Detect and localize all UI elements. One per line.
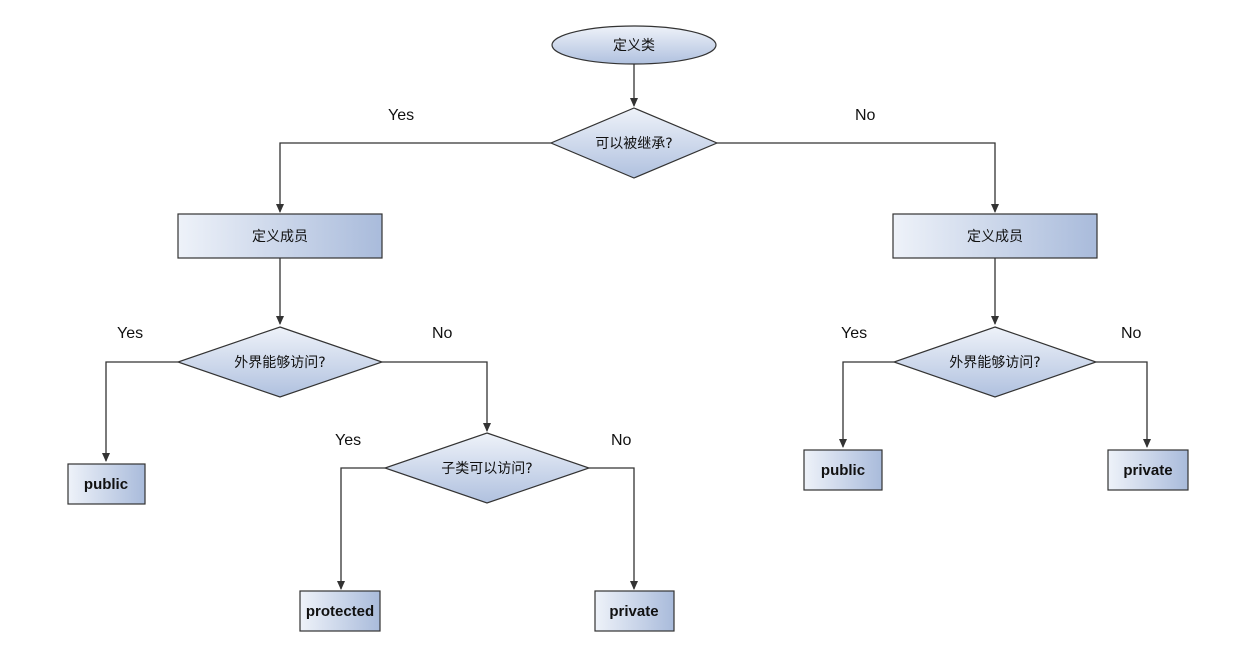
label-inherit-no: No [855, 107, 876, 124]
leaf-right-public-label: public [821, 462, 865, 479]
decision-inherit: 可以被继承? [549, 107, 719, 179]
edge-inherit-no [717, 142, 999, 213]
edge-inherit-yes [276, 142, 551, 213]
label-left-external-yes: Yes [117, 325, 143, 342]
decision-subclass: 子类可以访问? [383, 432, 591, 504]
leaf-protected-label: protected [306, 603, 374, 620]
edge-left-external-yes [102, 361, 178, 462]
leaf-left-private: private [594, 590, 675, 632]
edge-left-external-no [382, 361, 491, 432]
edge-subclass-yes [337, 467, 385, 590]
edge-right-external-no [1096, 361, 1151, 448]
label-subclass-no: No [611, 432, 632, 449]
label-right-external-no: No [1121, 325, 1142, 342]
leaf-left-private-label: private [609, 603, 658, 620]
label-subclass-yes: Yes [335, 432, 361, 449]
leaf-right-public: public [803, 449, 883, 491]
right-member-label: 定义成员 [967, 229, 1023, 245]
label-right-external-yes: Yes [841, 325, 867, 342]
right-decision-external-label: 外界能够访问? [949, 355, 1040, 371]
leaf-right-private: private [1107, 449, 1189, 491]
label-inherit-yes: Yes [388, 107, 414, 124]
left-member-label: 定义成员 [252, 229, 308, 245]
label-left-external-no: No [432, 325, 453, 342]
leaf-right-private-label: private [1123, 462, 1172, 479]
decision-subclass-label: 子类可以访问? [441, 461, 532, 477]
left-member-box: 定义成员 [177, 213, 383, 259]
left-decision-external-label: 外界能够访问? [234, 355, 325, 371]
edge-subclass-no [589, 467, 638, 590]
decision-inherit-label: 可以被继承? [595, 136, 672, 152]
right-decision-external: 外界能够访问? [892, 326, 1098, 398]
edge-right-external-yes [839, 361, 894, 448]
start-label: 定义类 [613, 38, 655, 54]
right-member-box: 定义成员 [892, 213, 1098, 259]
leaf-protected: protected [299, 590, 381, 632]
leaf-left-public: public [67, 463, 146, 505]
leaf-left-public-label: public [84, 476, 128, 493]
start-node: 定义类 [551, 25, 717, 65]
left-decision-external: 外界能够访问? [176, 326, 384, 398]
